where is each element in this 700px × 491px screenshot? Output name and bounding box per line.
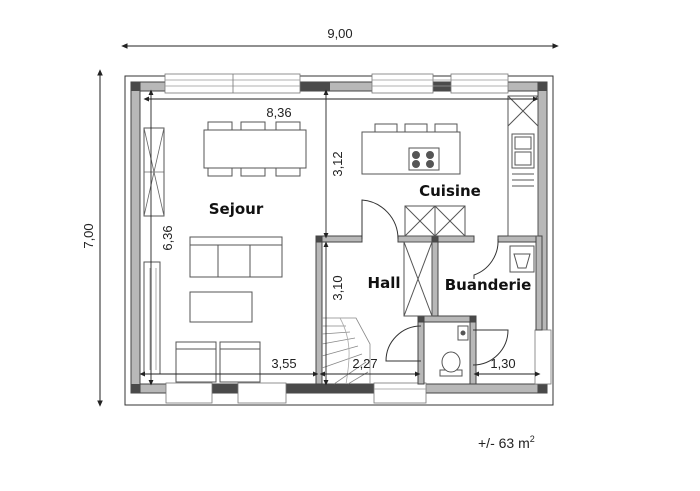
washbasin bbox=[509, 245, 535, 273]
buanderie-width-dimension: 1,30 bbox=[473, 356, 541, 377]
sofa bbox=[189, 236, 283, 278]
sejour-depth-dimension: 6,36 bbox=[148, 89, 175, 386]
coffee-table bbox=[189, 291, 253, 323]
sejour-bottom-width-label: 3,55 bbox=[271, 356, 296, 371]
dining-table bbox=[203, 121, 307, 177]
sejour-depth-label: 6,36 bbox=[160, 225, 175, 250]
tall-cabinets bbox=[403, 205, 466, 317]
sejour-bottom-width-dimension: 3,55 bbox=[139, 356, 319, 377]
overall-depth-label: 7,00 bbox=[81, 223, 96, 248]
overall-width-dimension: 9,00 bbox=[121, 26, 559, 49]
overall-depth-dimension: 7,00 bbox=[81, 69, 103, 407]
doors bbox=[361, 199, 509, 366]
area-note: +/- 63 m2 bbox=[478, 434, 535, 451]
kitchen-counter bbox=[507, 95, 539, 237]
toilet bbox=[439, 325, 469, 377]
cuisine-depth-label: 3,12 bbox=[330, 151, 345, 176]
sejour-width-label: 8,36 bbox=[266, 105, 291, 120]
area-label: +/- 63 m bbox=[478, 435, 530, 451]
room-label-buanderie: Buanderie bbox=[445, 276, 532, 294]
kitchen-island bbox=[361, 123, 461, 175]
buanderie-width-label: 1,30 bbox=[490, 356, 515, 371]
hall-depth-dimension: 3,10 bbox=[323, 241, 345, 386]
hall-depth-label: 3,10 bbox=[330, 275, 345, 300]
armchairs bbox=[175, 341, 261, 383]
sejour-width-dimension: 8,36 bbox=[143, 96, 539, 120]
room-label-sejour: Sejour bbox=[209, 200, 264, 218]
overall-width-label: 9,00 bbox=[327, 26, 352, 41]
hall-width-label: 2,27 bbox=[352, 356, 377, 371]
hall-width-dimension: 2,27 bbox=[319, 356, 421, 377]
area-unit-superscript: 2 bbox=[530, 434, 535, 444]
room-label-cuisine: Cuisine bbox=[419, 182, 481, 200]
room-label-hall: Hall bbox=[368, 274, 401, 292]
cuisine-depth-dimension: 3,12 bbox=[323, 89, 345, 239]
svg-text:+/- 63 m2: +/- 63 m2 bbox=[478, 434, 535, 451]
